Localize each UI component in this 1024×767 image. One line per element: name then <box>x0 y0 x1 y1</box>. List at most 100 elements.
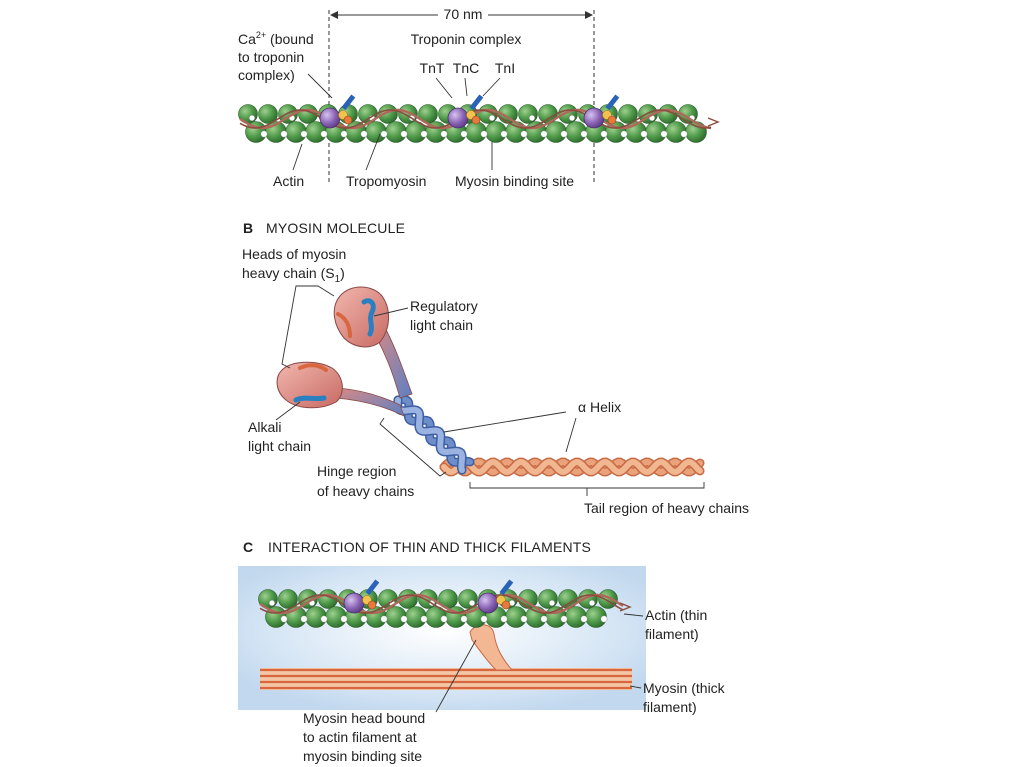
myosin-binding-site <box>680 130 688 138</box>
myosin-binding-site <box>360 615 368 623</box>
ca-label-line3: complex) <box>238 67 295 83</box>
actin-monomer <box>258 104 278 124</box>
panel-b-title: MYOSIN MOLECULE <box>266 220 405 236</box>
tropomyosin-strand <box>239 108 712 130</box>
myosin-binding-site <box>440 130 448 138</box>
actin-monomer <box>685 121 707 143</box>
tni-subunit <box>367 600 377 610</box>
myosin-binding-site <box>540 130 548 138</box>
tnt-subunit <box>477 592 499 614</box>
actin-monomer <box>618 104 638 124</box>
tropomyosin-strand <box>259 594 624 614</box>
alpha-helix-leader-1 <box>443 411 567 433</box>
measure-arrowhead-left <box>330 11 338 19</box>
myosin-binding-site <box>500 615 508 623</box>
myosin-binding-site <box>469 600 476 607</box>
ca-label-line2: to troponin <box>238 49 304 65</box>
myosin-binding-site <box>460 615 468 623</box>
myosin-binding-site <box>620 130 628 138</box>
calcium-marker <box>605 94 620 111</box>
calcium-marker <box>341 94 356 111</box>
heads-label-line2: heavy chain (S1) <box>242 265 345 285</box>
tni-leader <box>482 77 501 97</box>
myosin-binding-site <box>340 130 348 138</box>
actin-label: Actin <box>273 173 304 189</box>
alpha-helix-label: α Helix <box>578 399 621 415</box>
myosin-binding-site <box>460 130 468 138</box>
myosin-binding-site <box>380 615 388 623</box>
troponin-complex <box>583 94 620 129</box>
tni-label: TnI <box>495 60 515 76</box>
actin-thin-label-line2: filament) <box>645 626 699 642</box>
alkali-label-line2: light chain <box>248 438 311 454</box>
myosin-binding-site <box>489 114 496 121</box>
head-bound-label-line3: myosin binding site <box>303 748 422 764</box>
myosin-binding-site <box>260 130 268 138</box>
myosin-binding-site <box>320 615 328 623</box>
myosin-binding-site <box>420 615 428 623</box>
panel-c-letter: C <box>243 539 253 555</box>
myosin-binding-site <box>589 600 596 607</box>
panel-b: B MYOSIN MOLECULE Heads of myosin heavy … <box>242 220 749 516</box>
actin-thin-leader <box>623 613 644 617</box>
tail-label: Tail region of heavy chains <box>584 500 749 516</box>
filament-end <box>619 602 632 612</box>
heads-bracket <box>281 285 335 369</box>
hinge-bracket <box>379 417 447 477</box>
alkali-light-chain-shape <box>293 395 327 403</box>
upper-head-alkali-chain <box>336 312 352 338</box>
myosin-binding-site <box>660 130 668 138</box>
myosin-binding-site <box>400 130 408 138</box>
troponin-complex <box>319 94 356 129</box>
tnt-label: TnT <box>420 60 445 76</box>
tropomyosin-leader <box>365 133 381 171</box>
myosin-binding-site <box>280 615 288 623</box>
tni-subunit <box>501 600 511 610</box>
myosin-binding-site <box>420 130 428 138</box>
tni-subunit <box>607 115 617 125</box>
tail-bracket <box>469 482 705 489</box>
myosin-binding-site <box>248 114 255 121</box>
myosin-lower-head <box>276 361 343 409</box>
tnt-subunit <box>319 107 341 129</box>
head-bound-label-line2: to actin filament at <box>303 729 417 745</box>
filament-end <box>707 117 720 127</box>
panel-c-title: INTERACTION OF THIN AND THICK FILAMENTS <box>268 539 591 555</box>
myosin-binding-site <box>300 130 308 138</box>
myosin-binding-site <box>480 615 488 623</box>
myosin-binding-site-label: Myosin binding site <box>455 173 574 189</box>
myosin-hinge-helix <box>393 394 475 475</box>
myosin-binding-site <box>320 130 328 138</box>
myosin-thick-label-line2: filament) <box>643 699 697 715</box>
myosin-tail-helix <box>439 457 705 477</box>
myosin-upper-neck <box>371 325 413 399</box>
ca-label: Ca2+ (bound <box>238 30 314 47</box>
myosin-binding-site <box>529 114 536 121</box>
myosin-binding-site <box>540 615 548 623</box>
troponin-complex <box>477 579 514 614</box>
head-bound-label-line1: Myosin head bound <box>303 710 425 726</box>
tnc-label: TnC <box>453 60 479 76</box>
myosin-binding-site <box>480 130 488 138</box>
alpha-helix-leader-2 <box>565 417 577 453</box>
troponin-complex-label: Troponin complex <box>411 31 522 47</box>
hinge-strand <box>394 397 466 474</box>
myosin-binding-site <box>600 615 608 623</box>
lower-head-regulatory-chain <box>298 363 328 372</box>
thin-filament-a <box>238 94 720 143</box>
head-bound-leader <box>435 639 477 713</box>
myosin-binding-site <box>580 615 588 623</box>
myosin-binding-site <box>600 130 608 138</box>
calcium-marker <box>469 94 484 111</box>
alkali-label-line1: Alkali <box>248 419 281 435</box>
tni-subunit <box>471 115 481 125</box>
myosin-binding-site <box>360 130 368 138</box>
ca-leader <box>307 73 333 99</box>
thick-filament <box>260 668 632 690</box>
regulatory-leader <box>373 307 409 317</box>
actin-thin-label-line1: Actin (thin <box>645 607 707 623</box>
measure-label: 70 nm <box>444 6 483 22</box>
tropomyosin-strand <box>239 109 712 129</box>
myosin-binding-site <box>560 130 568 138</box>
measure-arrowhead-right <box>585 11 593 19</box>
